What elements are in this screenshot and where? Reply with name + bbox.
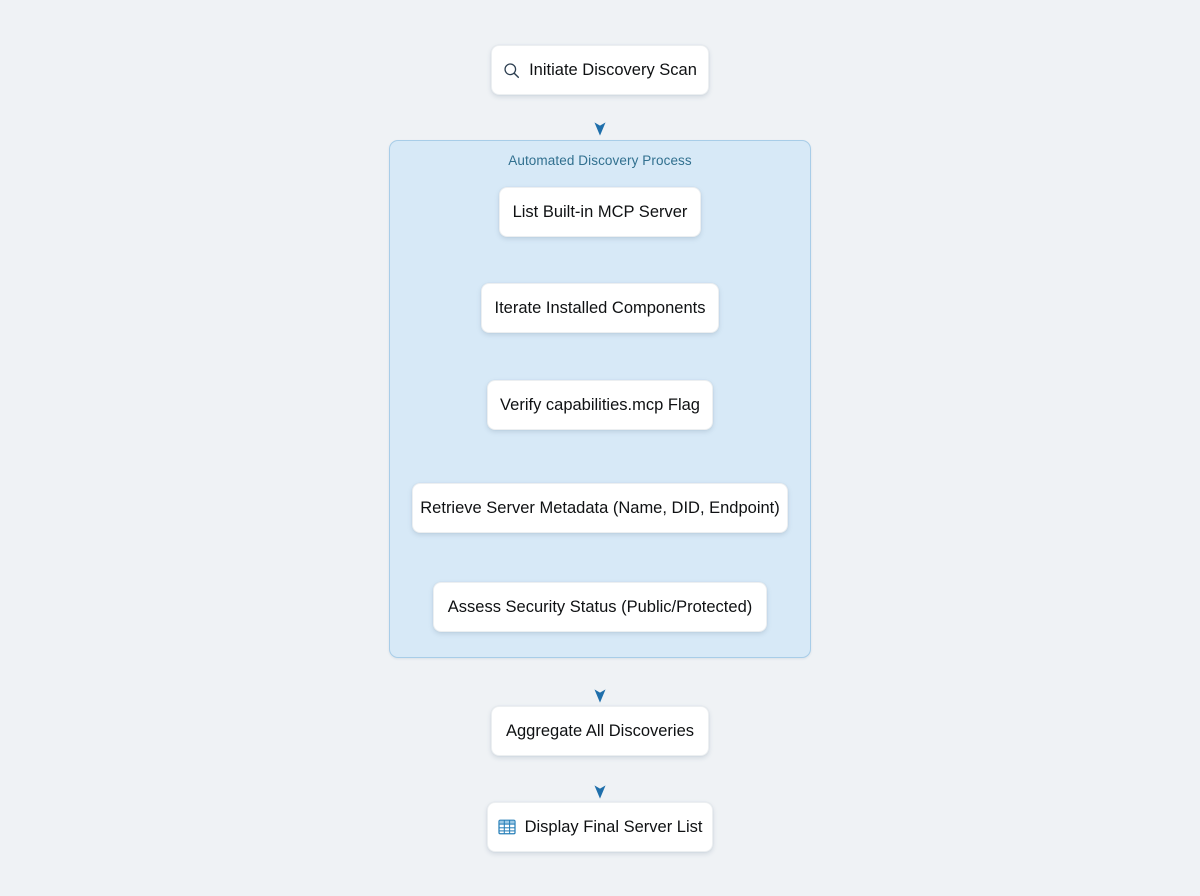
node-verify-capabilities-mcp-flag[interactable]: Verify capabilities.mcp Flag: [487, 380, 713, 430]
node-list-builtin-mcp-server[interactable]: List Built-in MCP Server: [499, 187, 701, 237]
subgraph-title: Automated Discovery Process: [508, 153, 692, 168]
node-label: List Built-in MCP Server: [512, 202, 688, 221]
node-retrieve-server-metadata[interactable]: Retrieve Server Metadata (Name, DID, End…: [412, 483, 788, 533]
node-aggregate-all-discoveries[interactable]: Aggregate All Discoveries: [491, 706, 709, 756]
node-label: Display Final Server List: [524, 817, 703, 836]
node-label: Initiate Discovery Scan: [529, 60, 697, 79]
node-label: Retrieve Server Metadata (Name, DID, End…: [420, 498, 780, 517]
node-display-final-server-list[interactable]: Display Final Server List: [487, 802, 713, 852]
search-icon: [503, 62, 520, 79]
node-assess-security-status[interactable]: Assess Security Status (Public/Protected…: [433, 582, 767, 632]
table-icon: [497, 818, 516, 836]
node-label: Aggregate All Discoveries: [506, 721, 695, 740]
node-label: Iterate Installed Components: [494, 298, 706, 317]
node-label: Verify capabilities.mcp Flag: [500, 395, 700, 414]
node-initiate-discovery-scan[interactable]: Initiate Discovery Scan: [491, 45, 709, 95]
node-iterate-installed-components[interactable]: Iterate Installed Components: [481, 283, 719, 333]
node-label: Assess Security Status (Public/Protected…: [447, 597, 753, 616]
